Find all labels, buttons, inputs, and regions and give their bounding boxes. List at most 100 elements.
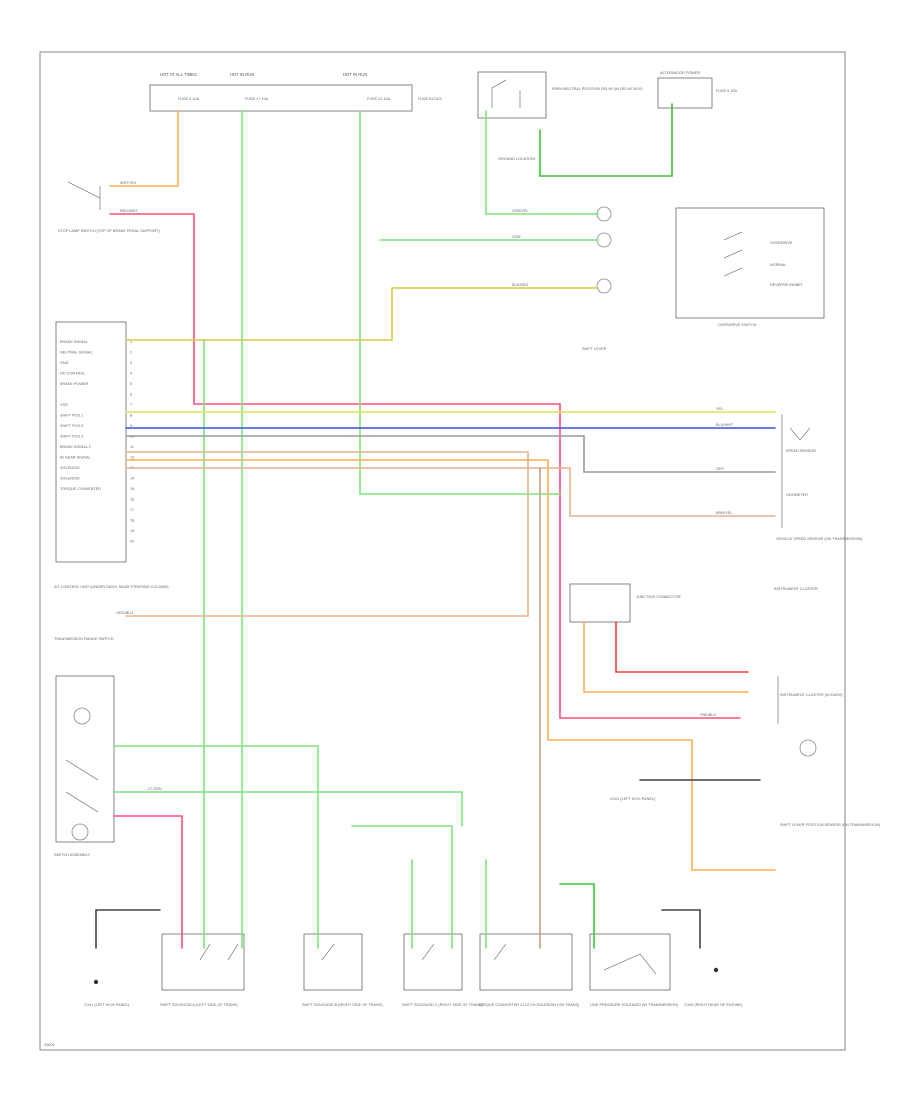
line-pressure-box	[589, 933, 671, 991]
shift-sensor-label: SHIFT LEVER POSITION SENSOR (ON TRANSMIS…	[780, 823, 881, 827]
junction-connector: JUNCTION CONNECTOR	[569, 583, 681, 623]
cluster-note-label: INSTRUMENT CLUSTER (IN DASH)	[780, 693, 843, 697]
fuse-3: FUSE 3 10A	[178, 97, 200, 101]
tag-grn-yel: GRN/YEL	[512, 209, 529, 213]
tag-wht-yel: WHT/YEL	[120, 181, 137, 185]
solenoid-a-box	[161, 933, 245, 991]
od-label-2: NORMAL	[770, 263, 786, 267]
ecm-pin-number: 1	[130, 340, 132, 344]
ecm-pin-label: GND	[60, 361, 69, 365]
comp-label-2: SHIFT SOLENOID B (RIGHT SIDE OF TRANS)	[302, 1003, 383, 1007]
alt-power-label: ALTERNATOR POWER	[660, 71, 701, 75]
solenoid-c-box	[403, 933, 463, 991]
comp-label-6: G105 (RIGHT REAR OF ENGINE)	[684, 1003, 743, 1007]
tag-pnk-blk: PNK/BLK	[700, 713, 717, 717]
ecm-pin-number: 12	[130, 456, 134, 460]
ecm-pin-label: OD CONTROL	[60, 372, 85, 376]
od-name: OVERDRIVE SWITCH	[718, 323, 757, 327]
od-label-3: REVERSE INHIBIT	[770, 283, 803, 287]
park-neutral-relay: PARK/NEUTRAL POSITION RELAY (IN RELAY BO…	[477, 71, 643, 119]
relay-label: PARK/NEUTRAL POSITION RELAY (IN RELAY BO…	[552, 87, 643, 91]
wire-network	[95, 103, 776, 949]
vss-label: VEHICLE SPEED SENSOR (ON TRANSMISSION)	[776, 537, 863, 541]
ecm-pin-number: 4	[130, 372, 132, 376]
tag-org-blu: ORG/BLU	[116, 611, 133, 615]
tag-blk-red: BLK/RED	[512, 283, 529, 287]
od-label-1: OVERDRIVE	[770, 241, 793, 245]
tag-grn: GRN	[512, 235, 521, 239]
instrument-cluster: INSTRUMENT CLUSTER (IN DASH) G101 (LEFT …	[610, 676, 881, 827]
wire-color-tags: WHT/YEL RED/WHT GRN/YEL GRN BLK/RED YEL …	[116, 181, 734, 791]
tag-lt-grn: LT GRN	[148, 787, 162, 791]
ecm-pin-number: 17	[130, 508, 134, 512]
ecm-pin-label: BRAKE SIGNAL 2	[60, 445, 91, 449]
ecm-pin-label: SOLENOID	[60, 477, 80, 481]
diagram-frame	[39, 51, 846, 1051]
ecm-pin-label: IN GEAR SIGNAL	[60, 456, 91, 460]
alt-fuse-label: FUSE 5 15A	[716, 89, 738, 93]
ecm-pin-label: SHIFT POS 1	[60, 414, 83, 418]
ecm-pin-number: 8	[130, 414, 132, 418]
ecm-pin-label: BRAKE POWER	[60, 382, 89, 386]
comp-label-5: LINE PRESSURE SOLENOID (IN TRANSMISSION)	[590, 1003, 679, 1007]
fuse-17: FUSE 17 10A	[245, 97, 269, 101]
ecm-pin-label: TORQUE CONVERTER	[60, 487, 101, 491]
comp-label-4: TORQUE CONVERTER CLUTCH SOLENOID (ON TRA…	[478, 1003, 580, 1007]
tag-brn-yel: BRN/YEL	[716, 511, 732, 515]
stop-lamp-label: STOP LAMP SWITCH (TOP OF BRAKE PEDAL SUP…	[58, 229, 161, 233]
shift-lever-label: SHIFT LEVER	[582, 347, 607, 351]
ground-location-label: GROUND LOCATION	[498, 157, 535, 161]
tag-blu-wht: BLU/WHT	[716, 423, 734, 427]
ecm-pin-label: SHIFT POS 3	[60, 435, 83, 439]
ecm-pin-label: NEUTRAL SIGNAL	[60, 351, 93, 355]
instrument-label: INSTRUMENT CLUSTER	[774, 587, 818, 591]
ecm-pin-number: 19	[130, 529, 134, 533]
ecm-pin-number: 14	[130, 477, 134, 481]
left-ground-label: G101 (LEFT KICK PANEL)	[84, 1003, 130, 1007]
ecm-pin-number: 9	[130, 424, 132, 428]
ecm-pin-label: SOLENOID	[60, 466, 80, 470]
hot-label-3: HOT IN RUN	[343, 72, 367, 77]
ecm-pin-number: 7	[130, 403, 132, 407]
at-control-unit-label: A/T CONTROL UNIT (UNDER DASH, NEAR STEER…	[54, 585, 169, 589]
ecm-pin-number: 3	[130, 361, 132, 365]
tag-red-wht: RED/WHT	[120, 209, 138, 213]
stop-lamp-switch: STOP LAMP SWITCH (TOP OF BRAKE PEDAL SUP…	[58, 181, 161, 233]
bottom-components: SHIFT SOLENOID A (LEFT SIDE OF TRANS) SH…	[84, 933, 743, 1007]
speed-sensor: SPEED SENSOR ODOMETER VEHICLE SPEED SENS…	[774, 414, 863, 591]
speed-sensor-label: SPEED SENSOR	[786, 449, 816, 453]
odo-label: ODOMETER	[786, 493, 808, 497]
footer-code: Z6001	[44, 1043, 55, 1047]
overdrive-switch: OVERDRIVE NORMAL REVERSE INHIBIT OVERDRI…	[582, 206, 825, 351]
ecm-pin-label: BRAKE SIGNAL	[60, 340, 88, 344]
ecm-pin-number: 6	[130, 393, 132, 397]
trans-range-label: TRANSMISSION RANGE SWITCH	[54, 637, 114, 641]
tag-gry: GRY	[716, 467, 725, 471]
solenoid-b-box	[303, 933, 363, 991]
ecm-pin-number: 18	[130, 519, 134, 523]
ecm-pin-number: 11	[130, 445, 134, 449]
tag-yel: YEL	[716, 407, 723, 411]
ecm-pin-number: 5	[130, 382, 132, 386]
ecm-pin-number: 15	[130, 487, 134, 491]
ecm-pin-label: SHIFT POS 2	[60, 424, 83, 428]
range-switch-assembly: SWITCH ASSEMBLY	[54, 675, 115, 857]
ecm-pin-number: 2	[130, 351, 132, 355]
hot-label-1: HOT AT ALL TIMES	[160, 72, 197, 77]
comp-label-1: SHIFT SOLENOID A (LEFT SIDE OF TRANS)	[160, 1003, 238, 1007]
tcc-solenoid-box	[479, 933, 573, 991]
fuse-21: FUSE 21 10A	[367, 97, 391, 101]
comp-label-3: SHIFT SOLENOID C (RIGHT SIDE OF TRANS)	[402, 1003, 484, 1007]
ecm-pin-number: 20	[130, 540, 134, 544]
junction-label: JUNCTION CONNECTOR	[636, 595, 681, 599]
hot-label-2: HOT IN RUN	[230, 72, 254, 77]
alternator-power: ALTERNATOR POWER FUSE 5 15A	[657, 71, 738, 109]
switch-assembly-label: SWITCH ASSEMBLY	[54, 853, 90, 857]
fuse-block-name: FUSE BLOCK	[418, 97, 443, 101]
ecm-pin-label: VSS	[60, 403, 68, 407]
g101-right-label: G101 (LEFT KICK PANEL)	[610, 797, 656, 801]
ecm-pin-number: 16	[130, 498, 134, 502]
